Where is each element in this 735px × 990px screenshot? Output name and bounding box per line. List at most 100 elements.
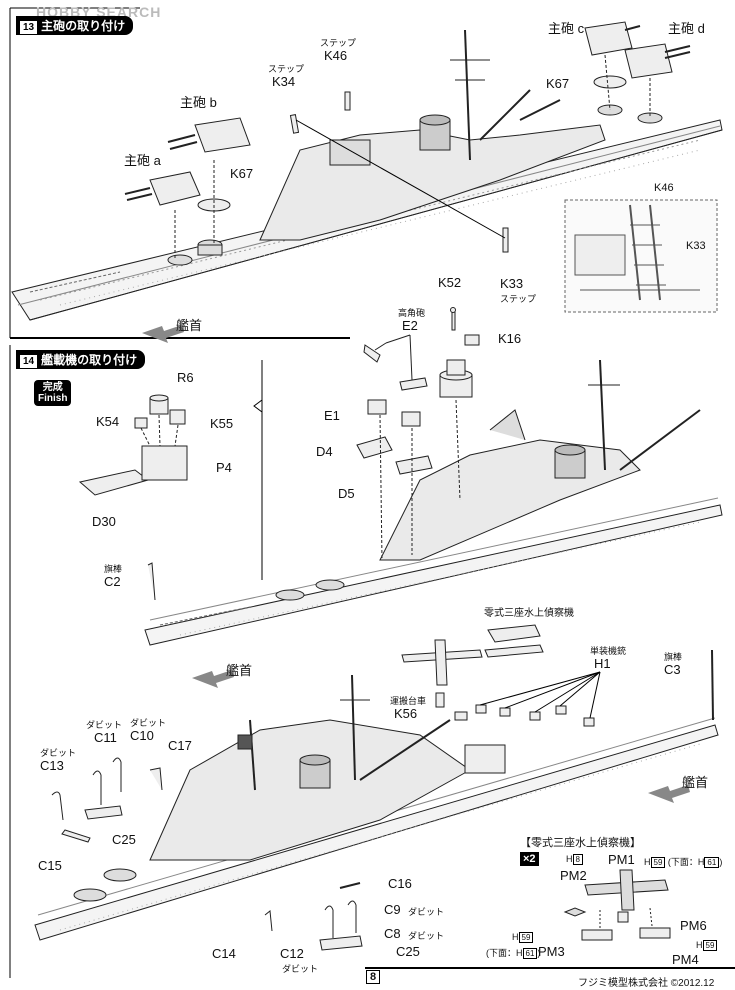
plane-detail-art	[563, 869, 671, 941]
label-k54: K54	[96, 414, 120, 429]
bow-arrow-2	[192, 670, 234, 688]
label-c8-sub: ダビット	[408, 931, 445, 941]
label-c25-top: C25	[112, 832, 136, 847]
turret-d-art	[624, 43, 691, 79]
label-k52: K52	[438, 275, 462, 290]
plane-box-pm3-under-text: (下面：H	[486, 948, 523, 958]
label-k34-sub: ステップ	[268, 64, 305, 74]
label-c13-sub: ダビット	[40, 748, 77, 758]
plane-box-pm3-close: )	[537, 948, 541, 958]
label-inset-k33: K33	[686, 240, 706, 252]
label-turret-a: 主砲 a	[124, 153, 161, 168]
label-c11: C11	[94, 730, 117, 745]
label-d5: D5	[338, 486, 355, 501]
bow-arrow-3	[648, 785, 690, 803]
label-r6: R6	[177, 370, 194, 385]
label-k33: K33	[500, 276, 524, 291]
step-14-title: 艦載機の取り付け	[41, 353, 138, 367]
label-bow-14b: 艦首	[682, 775, 709, 790]
label-c13: C13	[40, 758, 64, 773]
bow-arrow-1	[142, 325, 184, 343]
copyright: フジミ模型株式会社 ©2012.12	[578, 978, 715, 989]
label-bow-14a: 艦首	[226, 663, 253, 678]
label-c10-sub: ダビット	[130, 718, 167, 728]
label-k55: K55	[210, 416, 234, 431]
label-d4: D4	[316, 444, 333, 459]
label-e2-sub: 高角砲	[398, 308, 426, 318]
label-k33-sub: ステップ	[500, 294, 537, 304]
finish-en: Finish	[38, 393, 68, 404]
label-d30: D30	[92, 514, 116, 529]
plane-box-pm4-h-letter: H	[696, 940, 703, 950]
ship-hull-2	[144, 359, 723, 646]
label-h1: H1	[594, 656, 611, 671]
plane-box-pm6: PM6	[680, 918, 707, 933]
plane-box-pm1-under-num: 61	[704, 857, 720, 868]
label-k34: K34	[272, 74, 296, 89]
label-bow-13: 艦首	[176, 318, 203, 333]
label-h1-sub: 単装機銃	[590, 646, 627, 656]
plane-box-pm4-h-num: 59	[702, 940, 718, 951]
label-turret-c: 主砲 c	[548, 21, 585, 36]
finish-jp: 完成	[42, 382, 63, 393]
turret-b-art	[167, 117, 251, 153]
plane-box-pm3: PM3	[538, 944, 565, 959]
label-k56: K56	[394, 706, 418, 721]
plane-box-pm1-h-letter: H	[644, 857, 651, 867]
plane-box-multiplier: ×2	[520, 852, 539, 866]
page-number: 8	[366, 970, 381, 984]
label-k56-sub: 運搬台車	[390, 696, 427, 706]
label-e1: E1	[324, 408, 340, 423]
step-14-number: 14	[20, 355, 38, 368]
step-13-title: 主砲の取り付け	[41, 19, 126, 33]
plane-box-title: 【零式三座水上偵察機】	[520, 837, 641, 849]
plane-box-pm1: PM1	[608, 852, 635, 867]
plane-box-h8-num: 8	[572, 854, 583, 865]
label-c11-sub: ダビット	[86, 720, 123, 730]
label-e2: E2	[402, 318, 418, 333]
label-c12: C12	[280, 946, 304, 961]
ship-hull-3	[34, 674, 719, 941]
plane-art	[401, 624, 544, 686]
label-c16: C16	[388, 876, 412, 891]
plane-box-pm3-under-num: 61	[522, 948, 538, 959]
plane-box-h8-letter: H	[566, 854, 573, 864]
label-c2-sub: 旗棒	[104, 564, 123, 574]
step-13-number: 13	[20, 21, 38, 34]
label-c12-sub: ダビット	[282, 964, 319, 974]
k67-right-ring	[593, 75, 627, 89]
turret-c-art	[584, 21, 641, 56]
label-plane-title: 零式三座水上偵察機	[484, 608, 574, 619]
label-c2: C2	[104, 574, 121, 589]
label-c8: C8	[384, 926, 401, 941]
label-c3: C3	[664, 662, 681, 677]
label-k67-left: K67	[230, 166, 254, 181]
plane-box-pm1-under: (下面：H	[667, 857, 705, 867]
label-k46: K46	[324, 48, 348, 63]
plane-box-pm3-h-letter: H	[512, 932, 519, 942]
label-c3-sub: 旗棒	[664, 652, 683, 662]
label-c10: C10	[130, 728, 154, 743]
label-c14: C14	[212, 946, 236, 961]
label-inset-k46: K46	[654, 182, 674, 194]
label-c17: C17	[168, 738, 192, 753]
label-k16: K16	[498, 331, 522, 346]
label-k46-sub: ステップ	[320, 38, 357, 48]
label-p4: P4	[216, 460, 232, 475]
plane-box-pm1-close: )	[719, 857, 723, 867]
label-c9: C9	[384, 902, 401, 917]
label-turret-d: 主砲 d	[668, 21, 705, 36]
plane-box-pm2: PM2	[560, 868, 587, 883]
label-c9-sub: ダビット	[408, 907, 445, 917]
label-c15: C15	[38, 858, 62, 873]
turret-a-art	[124, 171, 201, 206]
label-turret-b: 主砲 b	[180, 95, 217, 110]
plane-box-pm4: PM4	[672, 952, 699, 967]
